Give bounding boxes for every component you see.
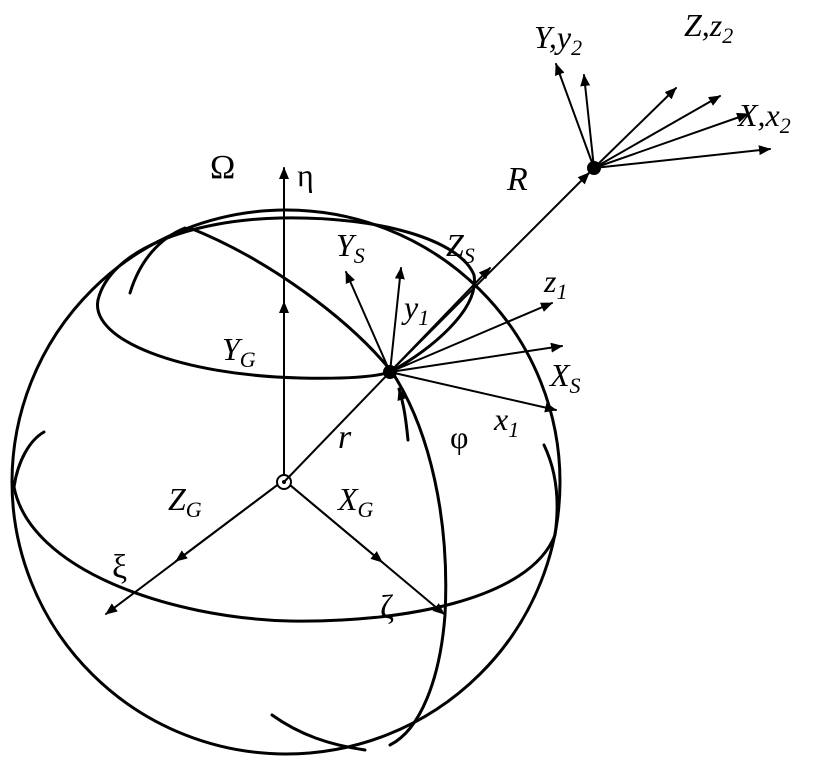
- z2-axis-remote: [593, 95, 721, 169]
- label-XS: XS: [548, 357, 581, 398]
- meridian-arc: [188, 226, 448, 747]
- label-ZS: ZS: [446, 227, 475, 268]
- label-xi: ξ: [112, 549, 127, 586]
- latitude-circle-inner-arc: [128, 226, 187, 295]
- remote-point: [587, 161, 601, 175]
- label-phi: φ: [450, 419, 468, 455]
- zs-axis: [389, 267, 491, 373]
- Z-axis-remote: [593, 87, 677, 169]
- label-Xx2: X,x2: [736, 97, 791, 138]
- label-XG: XG: [336, 481, 374, 522]
- label-Zz2: Z,z2: [684, 7, 733, 48]
- xs-axis: [389, 342, 563, 373]
- y2-axis-remote: [580, 74, 595, 169]
- label-Yy2: Y,y2: [534, 19, 582, 60]
- meridian-back-arc: [270, 713, 367, 752]
- phi-direction-arrow: [397, 387, 410, 442]
- sphere-outline: [10, 208, 562, 756]
- xg-axis-arrow: [283, 479, 383, 563]
- y1-axis: [389, 267, 405, 373]
- X-axis-remote: [593, 112, 749, 169]
- surface-point: [383, 365, 397, 379]
- equator-left-stub: [12, 430, 46, 489]
- ys-axis: [345, 271, 391, 373]
- label-YG: YG: [222, 331, 256, 372]
- label-zeta: ζ: [380, 589, 394, 626]
- latitude-circle-upper-arc: [96, 216, 476, 374]
- x2-axis-remote: [593, 145, 771, 169]
- x1-axis: [389, 371, 557, 413]
- equator-front-arc: [12, 485, 557, 623]
- zg-axis-arrow: [175, 479, 285, 562]
- radius-line: [283, 371, 391, 483]
- label-r: r: [338, 419, 352, 456]
- label-eta: η: [297, 157, 314, 193]
- z1-axis: [389, 302, 553, 373]
- equator-right-stub: [542, 443, 559, 537]
- label-ZG: ZG: [168, 481, 202, 522]
- label-z1: z1: [543, 263, 567, 304]
- label-y1: y1: [401, 289, 429, 330]
- Y-axis-remote: [555, 63, 595, 169]
- latitude-circle-lower-arc: [96, 298, 392, 380]
- label-YS: YS: [336, 227, 365, 268]
- label-R: R: [506, 161, 528, 198]
- label-omega: Ω: [210, 149, 235, 186]
- label-x1: x1: [493, 401, 519, 442]
